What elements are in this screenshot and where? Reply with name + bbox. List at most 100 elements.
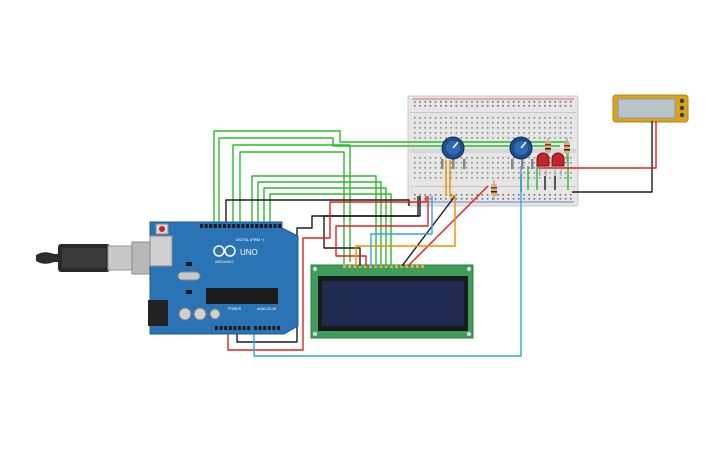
wire-ground (401, 195, 456, 267)
breadboard-hole (512, 137, 515, 139)
breadboard-hole (523, 172, 525, 174)
header-pin (223, 224, 226, 228)
breadboard-hole (518, 172, 520, 174)
breadboard-hole (492, 137, 494, 139)
breadboard-hole (450, 101, 452, 103)
breadboard-hole (424, 117, 426, 119)
breadboard-hole (538, 117, 541, 119)
breadboard-hole (445, 122, 447, 124)
breadboard-hole (492, 105, 494, 107)
breadboard-hole (570, 137, 572, 139)
breadboard-hole (549, 194, 551, 196)
breadboard-hole (549, 101, 551, 103)
breadboard-hole (486, 117, 489, 119)
lcd-pin (389, 265, 393, 268)
breadboard-hole (533, 137, 536, 139)
header-pin (236, 224, 240, 228)
wire-analog (370, 196, 433, 266)
breadboard-hole (471, 105, 473, 107)
breadboard-hole (481, 105, 484, 107)
resistor (564, 138, 570, 162)
breadboard-hole (559, 194, 562, 196)
breadboard-hole (507, 157, 510, 159)
header-pin (247, 326, 251, 330)
wire-digital (269, 193, 392, 266)
breadboard-hole (549, 162, 551, 164)
breadboard-hole (533, 157, 536, 159)
digital-pin-header[interactable] (200, 224, 282, 228)
lcd-pin (353, 265, 357, 268)
breadboard-hole (450, 172, 452, 174)
breadboard-hole (476, 101, 478, 103)
breadboard-hole (476, 137, 478, 139)
breadboard-hole (518, 167, 520, 169)
breadboard-hole (450, 127, 452, 129)
breadboard-hole (523, 105, 525, 107)
breadboard-hole (518, 177, 520, 179)
header-pin (224, 326, 228, 330)
breadboard-hole (460, 172, 463, 174)
breadboard-hole (533, 162, 536, 164)
breadboard-hole (445, 105, 447, 107)
breadboard-hole (424, 167, 426, 169)
breadboard-hole (471, 157, 473, 159)
breadboard-hole (507, 132, 510, 134)
breadboard-hole (466, 167, 468, 169)
breadboard-hole (538, 101, 541, 103)
breadboard-hole (476, 198, 478, 200)
breadboard-hole (523, 122, 525, 124)
breadboard-hole (460, 101, 463, 103)
breadboard-hole (559, 122, 562, 124)
header-pin (264, 224, 268, 228)
breadboard-hole (486, 132, 489, 134)
breadboard-hole (434, 162, 437, 164)
breadboard-hole (564, 127, 567, 129)
breadboard-hole (570, 162, 572, 164)
breadboard-hole (507, 198, 510, 200)
header-pin (250, 224, 254, 228)
breadboard-hole (419, 157, 421, 159)
breadboard-hole (528, 137, 530, 139)
lcd-screen (322, 281, 464, 326)
analog-pins-label: ANALOG IN (257, 307, 277, 311)
breadboard-hole (414, 194, 416, 196)
breadboard-hole (445, 157, 447, 159)
lcd-pin-header (343, 265, 424, 268)
breadboard-hole (523, 101, 525, 103)
arduino-model-label: UNO (240, 248, 258, 257)
header-pin (246, 224, 249, 228)
breadboard-hole (486, 177, 489, 179)
breadboard-hole (481, 132, 484, 134)
breadboard-hole (466, 157, 468, 159)
power-pin-header[interactable] (215, 326, 251, 330)
wire-digital (263, 187, 387, 266)
breadboard-hole (466, 198, 468, 200)
breadboard-hole (476, 167, 478, 169)
breadboard-hole (523, 117, 525, 119)
breadboard-hole (528, 172, 530, 174)
analog-pin-header[interactable] (254, 326, 280, 330)
breadboard-hole (455, 105, 458, 107)
wire-power (407, 185, 489, 267)
breadboard-hole (528, 198, 530, 200)
breadboard-hole (460, 162, 463, 164)
breadboard-hole (450, 162, 452, 164)
breadboard-hole (512, 157, 515, 159)
digital-pins-label: DIGITAL (PWM ~) (236, 238, 264, 242)
breadboard-hole (492, 198, 494, 200)
breadboard-hole (544, 172, 546, 174)
breadboard-hole (486, 137, 489, 139)
breadboard-hole (429, 137, 432, 139)
breadboard-hole (434, 105, 437, 107)
breadboard-hole (434, 172, 437, 174)
lcd-pin (363, 265, 367, 268)
breadboard-hole (502, 157, 504, 159)
breadboard-hole (424, 194, 426, 196)
breadboard-hole (549, 177, 551, 179)
breadboard-hole (450, 117, 452, 119)
breadboard-hole (492, 127, 494, 129)
breadboard-hole (523, 194, 525, 196)
breadboard-hole (554, 194, 556, 196)
breadboard-hole (518, 162, 520, 164)
breadboard-hole (445, 101, 447, 103)
